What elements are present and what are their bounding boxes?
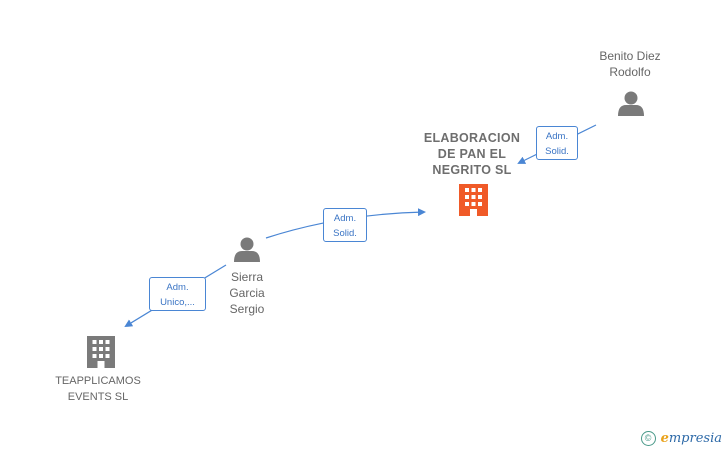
edge-label-benito-to-elaboracion: Adm. Solid. [536, 126, 578, 160]
person-icon[interactable] [618, 91, 644, 117]
edge-label-sierra-to-teapplicamos: Adm. Unico,... [149, 277, 206, 311]
node-label-sierra[interactable]: Sierra Garcia Sergio [229, 270, 265, 316]
building-icon[interactable] [87, 336, 115, 368]
node-label-elaboracion[interactable]: ELABORACION DE PAN EL NEGRITO SL [423, 131, 521, 177]
brand-logo: empresia [660, 431, 722, 446]
footer-brand: © empresia [640, 431, 722, 446]
copyright-icon: © [640, 431, 656, 446]
edge-label-sierra-to-elaboracion: Adm. Solid. [323, 208, 367, 242]
node-label-benito[interactable]: Benito Diez Rodolfo [599, 49, 661, 79]
person-icon[interactable] [234, 237, 260, 263]
building-icon[interactable] [459, 184, 488, 216]
node-label-teapplicamos[interactable]: TEAPPLICAMOS EVENTS SL [55, 375, 141, 403]
